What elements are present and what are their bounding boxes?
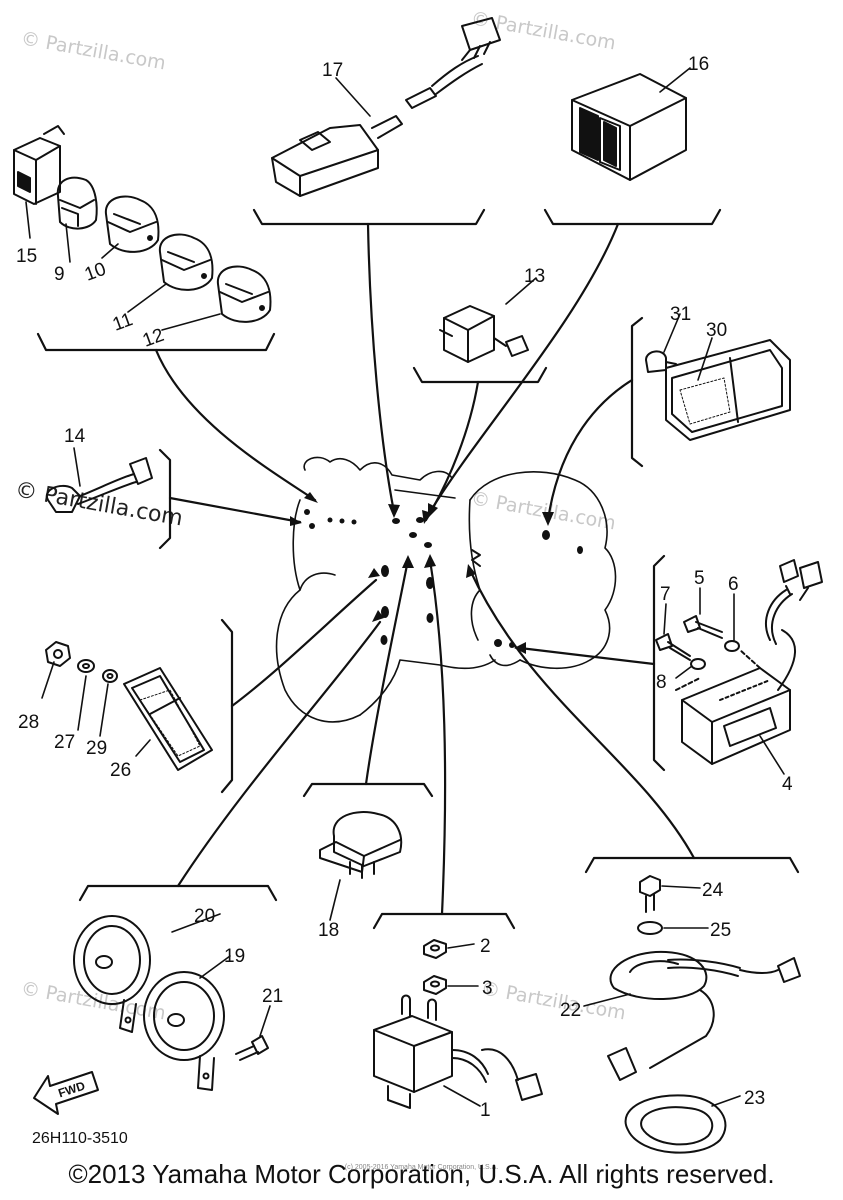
bolt-7 xyxy=(655,633,691,661)
washer-27 xyxy=(77,659,95,673)
bolt-5 xyxy=(683,615,723,639)
callout-12: 12 xyxy=(140,325,167,352)
bolt-24 xyxy=(639,875,661,913)
callout-8: 8 xyxy=(656,672,667,693)
callout-30: 30 xyxy=(706,320,727,341)
regulator-4 xyxy=(675,559,823,765)
callout-15: 15 xyxy=(16,246,37,267)
wire-lead-17 xyxy=(271,17,501,197)
callout-27: 27 xyxy=(54,732,75,753)
callout-28: 28 xyxy=(18,712,39,733)
callout-9: 9 xyxy=(54,264,65,285)
callout-14: 14 xyxy=(64,426,86,447)
washer-29 xyxy=(102,669,118,683)
callout-13: 13 xyxy=(524,266,545,287)
switch-12 xyxy=(216,265,272,323)
fuel-sender-22 xyxy=(607,950,801,1081)
copyright-notice: ©2013 Yamaha Motor Corporation, U.S.A. A… xyxy=(68,1159,775,1189)
callout-4: 4 xyxy=(782,774,793,795)
frame-outline xyxy=(275,456,617,723)
callout-6: 6 xyxy=(728,574,739,595)
washer-25 xyxy=(637,921,663,935)
callout-21: 21 xyxy=(262,986,283,1007)
washer-3 xyxy=(423,975,447,995)
callout-17: 17 xyxy=(322,60,343,81)
callout-18: 18 xyxy=(318,920,339,941)
nut-28 xyxy=(45,641,71,667)
relay-box-16 xyxy=(571,73,687,181)
callout-22: 22 xyxy=(560,1000,581,1021)
mount-points xyxy=(304,509,583,648)
callout-31: 31 xyxy=(670,304,691,325)
forward-arrow: FWD xyxy=(33,1071,99,1115)
callout-1: 1 xyxy=(480,1100,491,1121)
relay-15 xyxy=(13,125,65,205)
callout-19: 19 xyxy=(224,946,245,967)
callout-3: 3 xyxy=(482,978,493,999)
washer-8 xyxy=(690,658,706,670)
switch-11 xyxy=(158,233,214,291)
callout-2: 2 xyxy=(480,936,491,957)
bolt-21 xyxy=(235,1035,269,1061)
callout-25: 25 xyxy=(710,920,731,941)
callout-24: 24 xyxy=(702,880,724,901)
callout-23: 23 xyxy=(744,1088,765,1109)
part-code: 26H110-3510 xyxy=(32,1130,128,1147)
switch-9 xyxy=(56,176,98,230)
starter-relay-1 xyxy=(373,994,543,1109)
switch-10 xyxy=(104,195,160,253)
horn-20 xyxy=(73,915,151,1033)
nut-31 xyxy=(645,350,677,373)
flasher-18 xyxy=(319,811,403,879)
small-copyright-note: (c) 2005-2016 Yamaha Motor Corporation, … xyxy=(344,1164,499,1171)
reflector-30 xyxy=(665,339,791,441)
callout-10: 10 xyxy=(82,259,109,286)
callout-11: 11 xyxy=(110,309,136,335)
leader-lines xyxy=(154,222,696,916)
callout-leaders xyxy=(25,67,785,1107)
arrow-heads xyxy=(290,492,554,654)
nut-2 xyxy=(423,939,447,959)
callout-7: 7 xyxy=(660,584,671,605)
reflector-26 xyxy=(123,667,213,771)
callout-labels: 1 2 3 4 5 6 7 8 9 10 11 12 13 14 15 16 1… xyxy=(16,54,793,1121)
callout-26: 26 xyxy=(110,760,131,781)
callout-20: 20 xyxy=(194,906,215,927)
gasket-23 xyxy=(624,1094,727,1154)
sensor-14 xyxy=(45,457,153,513)
callout-29: 29 xyxy=(86,738,107,759)
washer-6 xyxy=(724,640,740,652)
switch-13 xyxy=(439,305,529,363)
callout-5: 5 xyxy=(694,568,705,589)
horn-19 xyxy=(143,971,225,1091)
callout-16: 16 xyxy=(688,54,709,75)
